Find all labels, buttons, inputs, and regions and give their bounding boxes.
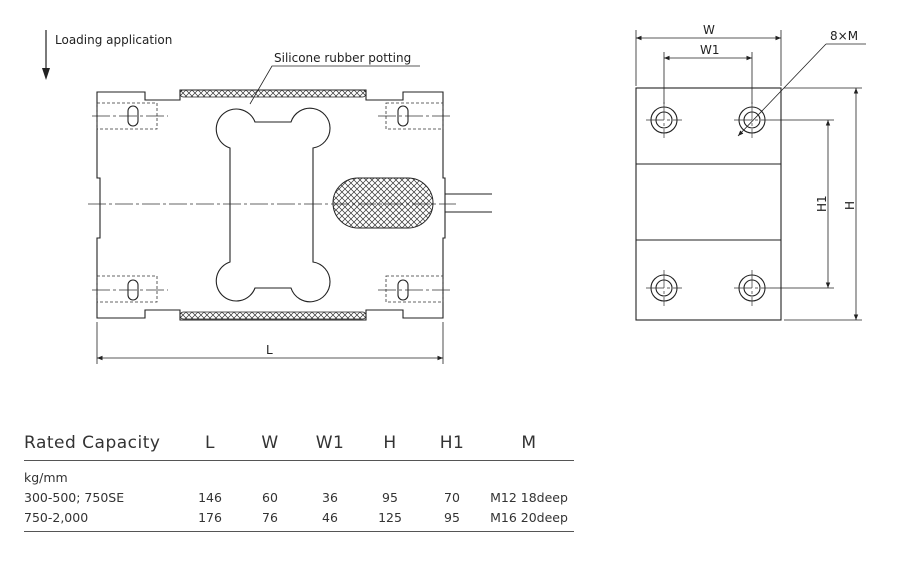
cable-potting xyxy=(332,177,434,229)
potting-label: Silicone rubber potting xyxy=(274,51,411,65)
mounting-hole-right-top xyxy=(378,102,450,130)
load-cell-technical-drawing: Loading application Silicone rubber pott… xyxy=(42,23,866,364)
cell-M: M16 20deep xyxy=(484,507,574,532)
cell-W: 60 xyxy=(262,489,278,505)
cell-W1: 46 xyxy=(300,507,360,532)
loading-application-label: Loading application xyxy=(55,33,172,47)
table-unit-row: kg/mm xyxy=(24,461,574,488)
table-row: 750-2,000 176 76 46 125 95 M16 20deep xyxy=(24,507,574,532)
top-potting-strip xyxy=(179,89,367,98)
sensing-element-cutout xyxy=(215,107,331,303)
cell-H1: 95 xyxy=(420,507,484,532)
potting-leader xyxy=(249,65,420,105)
end-hole-top-left xyxy=(646,102,682,138)
end-hole-bottom-left xyxy=(646,270,682,306)
mounting-hole-left-bottom xyxy=(92,275,168,303)
dim-W1-label: W1 xyxy=(700,43,720,57)
cell-L: 146 xyxy=(198,489,222,505)
cell-W: 76 xyxy=(240,507,300,532)
dim-H1-label: H1 xyxy=(815,195,829,212)
bottom-potting-strip xyxy=(179,311,367,320)
dim-L-label: L xyxy=(266,343,273,357)
mounting-hole-left-top xyxy=(92,102,168,130)
mounting-hole-right-bottom xyxy=(378,275,450,303)
unit-label: kg/mm xyxy=(24,469,68,485)
header-W1: W1 xyxy=(300,426,360,461)
cell-capacity: 300-500; 750SE xyxy=(24,489,125,505)
dim-W-label: W xyxy=(703,23,715,37)
cell-M: M12 18deep xyxy=(490,489,568,505)
dim-holes-leader xyxy=(737,43,827,137)
dim-holes-label: 8×M xyxy=(830,29,858,43)
dimension-table: Rated Capacity L W W1 H H1 M kg/mm 300-5… xyxy=(24,426,574,532)
cell-H: 125 xyxy=(360,507,420,532)
header-H1: H1 xyxy=(420,426,484,461)
end-view-outline xyxy=(635,87,782,321)
table-row: 300-500; 750SE 146 60 36 95 70 M12 18dee… xyxy=(24,487,574,507)
header-rated-capacity: Rated Capacity xyxy=(24,426,180,461)
end-hole-bottom-right xyxy=(734,270,770,306)
end-hole-top-right xyxy=(734,102,770,138)
header-W: W xyxy=(240,426,300,461)
loading-direction-arrow xyxy=(42,30,50,80)
cell-W1: 36 xyxy=(322,489,338,505)
cell-capacity: 750-2,000 xyxy=(24,507,180,532)
cell-H1: 70 xyxy=(444,489,460,505)
table-header-row: Rated Capacity L W W1 H H1 M xyxy=(24,426,574,461)
side-view: Silicone rubber potting xyxy=(88,51,492,364)
cell-L: 176 xyxy=(180,507,240,532)
header-M: M xyxy=(484,426,574,461)
end-view: W W1 8×M H1 H xyxy=(635,23,866,321)
header-L: L xyxy=(180,426,240,461)
dim-H-label: H xyxy=(843,201,857,210)
header-H: H xyxy=(360,426,420,461)
cell-H: 95 xyxy=(382,489,398,505)
